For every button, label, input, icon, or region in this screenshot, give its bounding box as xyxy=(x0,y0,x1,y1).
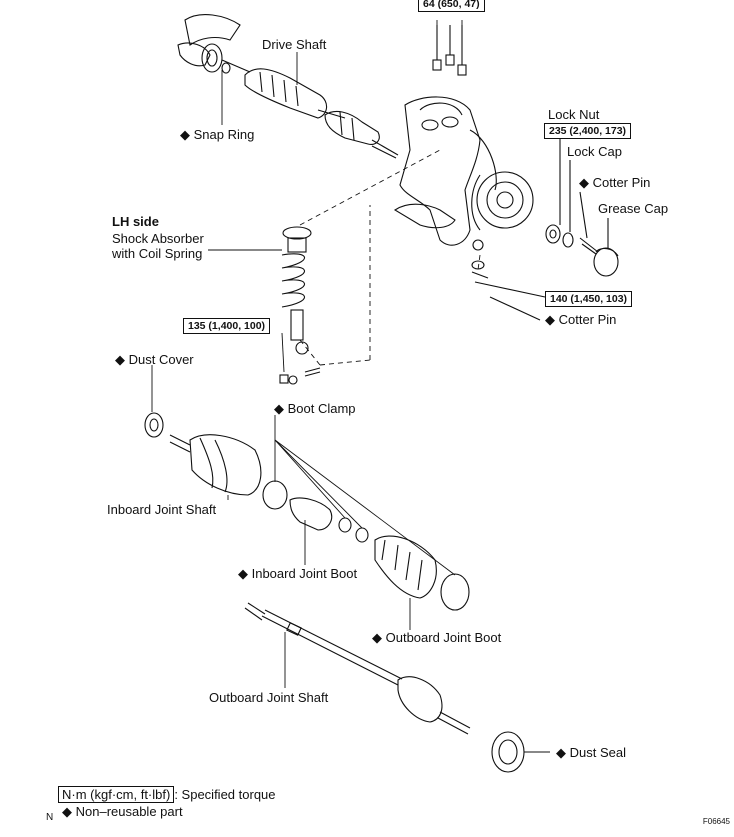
leader-lines xyxy=(151,52,550,753)
label-outboard-joint-boot: ◆ Outboard Joint Boot xyxy=(372,630,502,645)
drive-shaft-drawing xyxy=(177,14,399,159)
legend-unit-desc: : Specified torque xyxy=(174,787,276,802)
torque-spec-top: 64 (650, 47) xyxy=(418,0,485,12)
legend-torque: N·m (kgf·cm, ft·lbf): Specified torque xyxy=(58,786,276,803)
torque-spec-lock-nut: 235 (2,400, 173) xyxy=(544,123,632,139)
torque-spec-shock: 135 (1,400, 100) xyxy=(183,318,271,334)
label-shock-absorber-1: Shock Absorber xyxy=(112,231,204,246)
legend-nonreusable: ◆ Non–reusable part xyxy=(62,804,183,819)
hub-parts-drawing xyxy=(545,138,619,277)
label-lock-nut: Lock Nut xyxy=(548,107,600,122)
label-grease-cap: Grease Cap xyxy=(598,201,669,216)
label-outboard-joint-shaft: Outboard Joint Shaft xyxy=(209,690,329,705)
label-drive-shaft: Drive Shaft xyxy=(262,37,327,52)
label-dust-cover: ◆ Dust Cover xyxy=(115,352,194,367)
figure-id: F06645 xyxy=(702,817,730,826)
shock-absorber-drawing xyxy=(208,226,321,385)
steering-knuckle-drawing xyxy=(393,25,534,251)
label-boot-clamp: ◆ Boot Clamp xyxy=(274,401,356,416)
alignment-dashes xyxy=(299,20,481,366)
label-snap-ring: ◆ Snap Ring xyxy=(180,127,255,142)
label-cotter-pin-top: ◆ Cotter Pin xyxy=(579,175,651,190)
ball-joint-drawing xyxy=(471,260,546,321)
label-shock-absorber-2: with Coil Spring xyxy=(112,246,203,261)
label-inboard-joint-boot: ◆ Inboard Joint Boot xyxy=(238,566,358,581)
legend-unit-box: N·m (kgf·cm, ft·lbf) xyxy=(58,786,175,803)
label-dust-seal: ◆ Dust Seal xyxy=(556,745,626,760)
label-inboard-joint-shaft: Inboard Joint Shaft xyxy=(107,502,217,517)
torque-spec-cotter: 140 (1,450, 103) xyxy=(545,291,633,307)
label-lock-cap: Lock Cap xyxy=(567,144,622,159)
label-cotter-pin-bottom: ◆ Cotter Pin xyxy=(545,312,617,327)
n-mark: N xyxy=(46,812,54,823)
outboard-shaft-drawing xyxy=(244,602,525,773)
label-lh-side: LH side xyxy=(112,214,159,229)
